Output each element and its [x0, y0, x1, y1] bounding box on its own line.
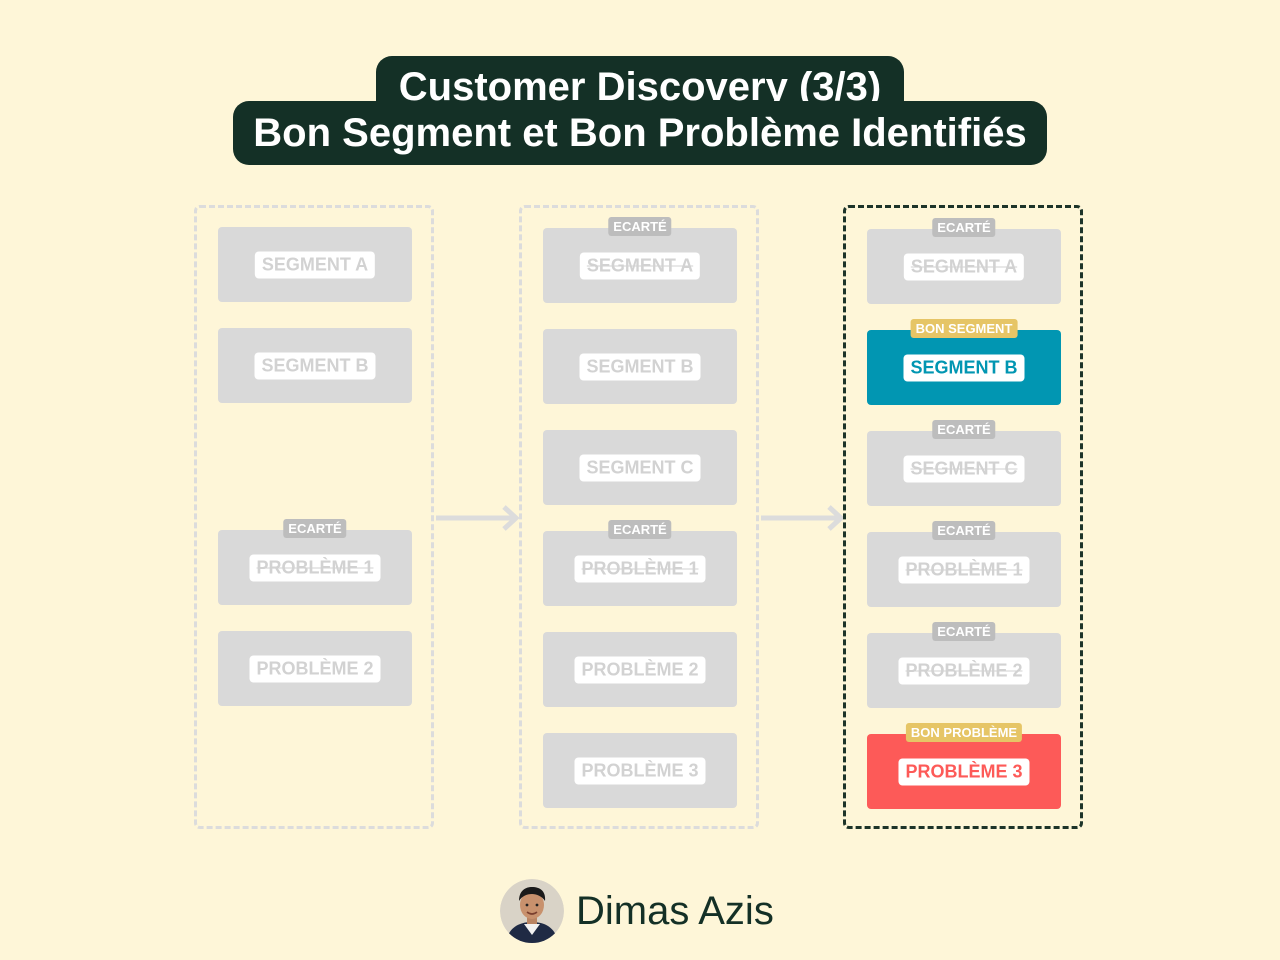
discarded-badge: ECARTÉ	[283, 519, 347, 538]
avatar-portrait-icon	[500, 879, 564, 943]
card-probleme-1: ECARTÉ PROBLÈME 1	[218, 519, 412, 605]
card-probleme-1: ECARTÉ PROBLÈME 1	[867, 521, 1061, 607]
column-final: ECARTÉ SEGMENT A BON SEGMENT SEGMENT B E…	[843, 205, 1083, 829]
card-label: PROBLÈME 2	[574, 656, 706, 683]
card-label: SEGMENT A	[579, 252, 701, 279]
card-probleme-3: PROBLÈME 3	[543, 733, 737, 808]
card-segment-b-selected: BON SEGMENT SEGMENT B	[867, 319, 1061, 405]
card-label: PROBLÈME 2	[898, 657, 1030, 684]
column-iteration: ECARTÉ SEGMENT A SEGMENT B SEGMENT C ECA…	[519, 205, 759, 829]
card-label: PROBLÈME 1	[574, 555, 706, 582]
good-segment-badge: BON SEGMENT	[910, 319, 1018, 338]
card-label: SEGMENT C	[579, 454, 701, 481]
card-segment-a: SEGMENT A	[218, 227, 412, 302]
card-probleme-2: ECARTÉ PROBLÈME 2	[867, 622, 1061, 708]
card-segment-a: ECARTÉ SEGMENT A	[867, 218, 1061, 304]
arrow-right-icon	[436, 505, 520, 531]
card-segment-c: ECARTÉ SEGMENT C	[867, 420, 1061, 506]
discarded-badge: ECARTÉ	[932, 420, 996, 439]
card-label: PROBLÈME 3	[574, 757, 706, 784]
card-probleme-1: ECARTÉ PROBLÈME 1	[543, 520, 737, 606]
discarded-badge: ECARTÉ	[608, 520, 672, 539]
good-problem-badge: BON PROBLÈME	[905, 723, 1023, 742]
discarded-badge: ECARTÉ	[608, 217, 672, 236]
card-label: SEGMENT C	[903, 455, 1025, 482]
discarded-badge: ECARTÉ	[932, 622, 996, 641]
card-probleme-2: PROBLÈME 2	[218, 631, 412, 706]
avatar	[500, 879, 564, 943]
card-label: PROBLÈME 3	[898, 758, 1030, 785]
card-probleme-2: PROBLÈME 2	[543, 632, 737, 707]
card-label: SEGMENT A	[254, 251, 376, 278]
title-line-2: Bon Segment et Bon Problème Identifiés	[233, 101, 1047, 165]
title-block: Customer Discovery (3/3) Bon Segment et …	[0, 0, 1280, 180]
discarded-badge: ECARTÉ	[932, 521, 996, 540]
card-label: SEGMENT A	[903, 253, 1025, 280]
card-label: SEGMENT B	[579, 353, 701, 380]
card-segment-b: SEGMENT B	[543, 329, 737, 404]
author-signature: Dimas Azis	[500, 878, 774, 944]
card-label: PROBLÈME 1	[898, 556, 1030, 583]
card-label: SEGMENT B	[903, 354, 1025, 381]
discarded-badge: ECARTÉ	[932, 218, 996, 237]
author-name: Dimas Azis	[576, 888, 774, 933]
card-probleme-3-selected: BON PROBLÈME PROBLÈME 3	[867, 723, 1061, 809]
card-segment-c: SEGMENT C	[543, 430, 737, 505]
card-label: PROBLÈME 1	[249, 554, 381, 581]
card-label: SEGMENT B	[254, 352, 376, 379]
card-label: PROBLÈME 2	[249, 655, 381, 682]
column-initial: SEGMENT A SEGMENT B ECARTÉ PROBLÈME 1 PR…	[194, 205, 434, 829]
card-segment-b: SEGMENT B	[218, 328, 412, 403]
card-segment-a: ECARTÉ SEGMENT A	[543, 217, 737, 303]
arrow-right-icon	[761, 505, 845, 531]
